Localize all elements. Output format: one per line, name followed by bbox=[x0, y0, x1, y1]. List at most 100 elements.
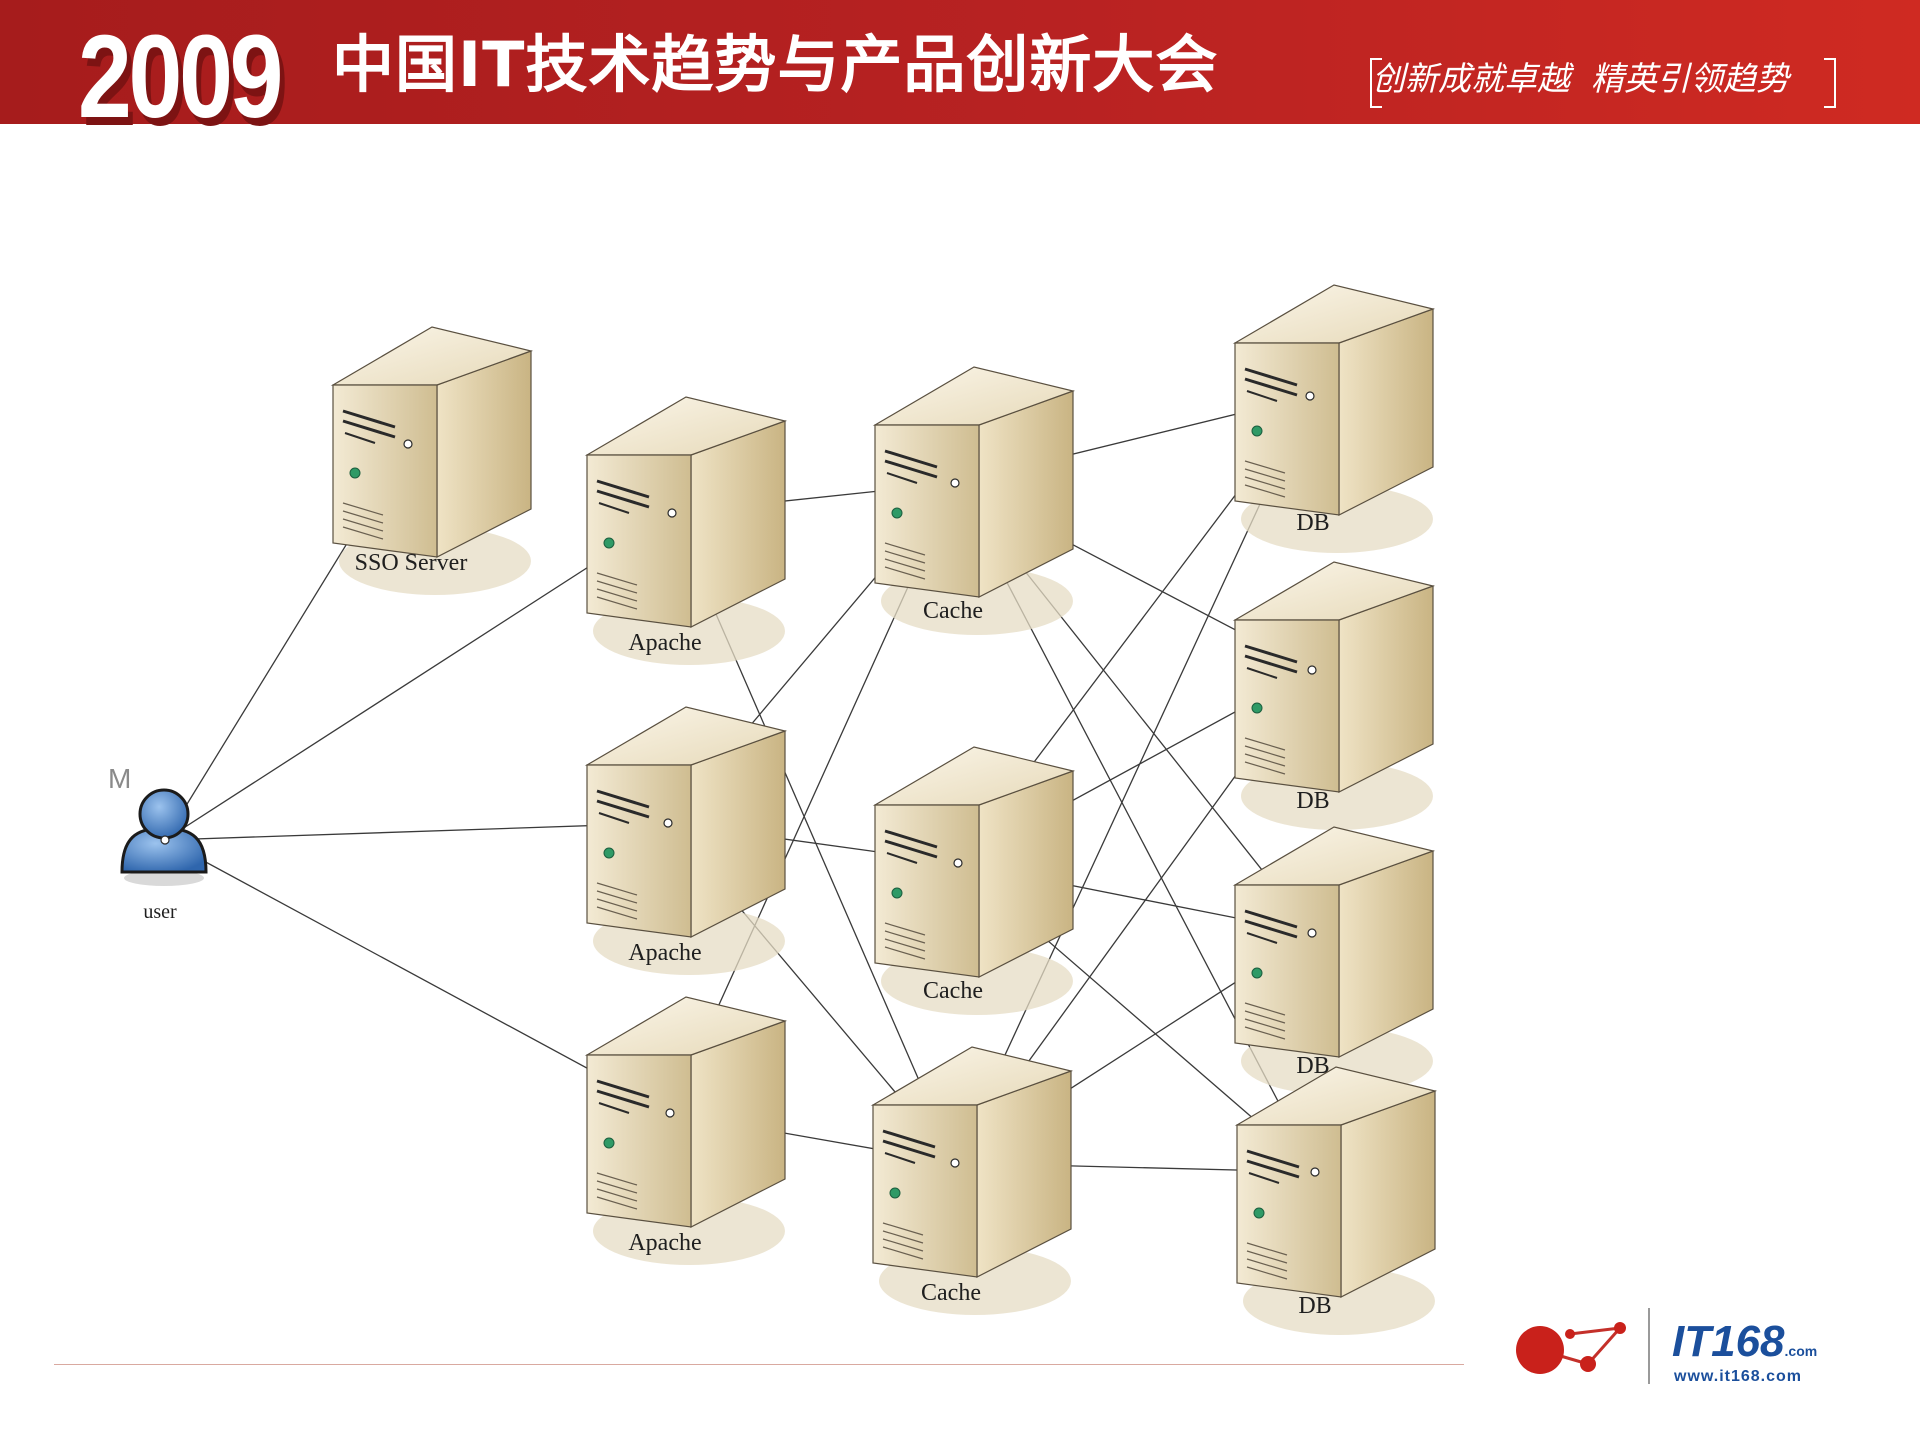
node-label-apache2: Apache bbox=[628, 940, 701, 966]
drive-slot-icon bbox=[886, 472, 918, 484]
drive-bay-icon bbox=[1244, 644, 1298, 674]
node-db4: DB bbox=[1234, 1066, 1438, 1335]
server-front-face bbox=[1236, 1124, 1342, 1298]
vent-line-icon bbox=[1246, 1258, 1288, 1272]
vent-line-icon bbox=[596, 906, 638, 920]
vent-line-icon bbox=[1244, 1018, 1286, 1032]
user-shadow bbox=[124, 870, 204, 886]
server-side-face bbox=[436, 350, 532, 558]
node-label-db4: DB bbox=[1298, 1293, 1331, 1319]
drive-slot-icon bbox=[1248, 1172, 1280, 1184]
power-led-icon bbox=[889, 1187, 901, 1199]
server-front-face bbox=[1234, 619, 1340, 793]
vent-line-icon bbox=[596, 1180, 638, 1194]
server-side-face bbox=[978, 770, 1074, 978]
node-label-apache3: Apache bbox=[628, 1230, 701, 1256]
power-led-icon bbox=[603, 537, 615, 549]
node-apache1: Apache bbox=[584, 396, 788, 665]
vent-line-icon bbox=[596, 588, 638, 602]
edge-user-apache2 bbox=[164, 822, 669, 841]
vent-line-icon bbox=[1246, 1250, 1288, 1264]
anchor-dot-apache3 bbox=[665, 1108, 675, 1118]
node-label-cache3: Cache bbox=[921, 1280, 981, 1306]
node-label-apache1: Apache bbox=[628, 630, 701, 656]
anchor-dot-sso bbox=[403, 439, 413, 449]
vent-line-icon bbox=[884, 938, 926, 952]
vent-line-icon bbox=[596, 580, 638, 594]
anchor-dot-user bbox=[160, 835, 170, 845]
vent-line-icon bbox=[596, 1172, 638, 1186]
vent-line-icon bbox=[884, 558, 926, 572]
drive-bay-icon bbox=[884, 829, 938, 859]
node-sso: SSO Server bbox=[330, 326, 534, 595]
vent-line-icon bbox=[342, 518, 384, 532]
it168-brand: IT168 bbox=[1672, 1317, 1785, 1366]
vent-line-icon bbox=[342, 526, 384, 540]
vent-line-icon bbox=[1244, 484, 1286, 498]
anchor-dot-apache2 bbox=[663, 818, 673, 828]
power-led-icon bbox=[891, 887, 903, 899]
node-label-sso: SSO Server bbox=[355, 550, 468, 576]
vent-line-icon bbox=[1246, 1242, 1288, 1256]
anchor-dot-db2 bbox=[1307, 665, 1317, 675]
power-led-icon bbox=[1251, 967, 1263, 979]
drive-bay-icon bbox=[342, 409, 396, 439]
drive-bay-icon bbox=[1246, 1149, 1300, 1179]
logo-separator bbox=[1648, 1308, 1650, 1384]
server-front-face bbox=[874, 804, 980, 978]
vent-line-icon bbox=[1244, 1002, 1286, 1016]
anchor-dot-cache2 bbox=[953, 858, 963, 868]
drive-bay-icon bbox=[882, 1129, 936, 1159]
node-label-cache2: Cache bbox=[923, 978, 983, 1004]
vent-line-icon bbox=[1244, 476, 1286, 490]
anchor-dot-db1 bbox=[1305, 391, 1315, 401]
server-side-face bbox=[1338, 850, 1434, 1058]
node-db1: DB bbox=[1232, 284, 1436, 553]
drive-bay-icon bbox=[884, 449, 938, 479]
server-side-face bbox=[1340, 1090, 1436, 1298]
node-label-db2: DB bbox=[1296, 788, 1329, 814]
user-head-icon bbox=[138, 788, 190, 840]
node-apache3: Apache bbox=[584, 996, 788, 1265]
drive-slot-icon bbox=[884, 1152, 916, 1164]
drive-bay-icon bbox=[1244, 367, 1298, 397]
it168-url: www.it168.com bbox=[1674, 1368, 1802, 1385]
server-front-face bbox=[1234, 884, 1340, 1058]
vent-line-icon bbox=[1244, 753, 1286, 767]
anchor-dot-cache3 bbox=[950, 1158, 960, 1168]
server-front-face bbox=[874, 424, 980, 598]
server-front-face bbox=[332, 384, 438, 558]
vent-line-icon bbox=[1244, 737, 1286, 751]
drive-slot-icon bbox=[1246, 667, 1278, 679]
power-led-icon bbox=[1251, 702, 1263, 714]
it168-logo: IT168.com bbox=[1672, 1320, 1817, 1364]
power-led-icon bbox=[891, 507, 903, 519]
vent-line-icon bbox=[1244, 1026, 1286, 1040]
vent-line-icon bbox=[1246, 1266, 1288, 1280]
server-side-face bbox=[690, 730, 786, 938]
power-led-icon bbox=[1251, 425, 1263, 437]
node-cache1: Cache bbox=[872, 366, 1076, 635]
drive-bay-icon bbox=[596, 789, 650, 819]
server-side-face bbox=[976, 1070, 1072, 1278]
anchor-dot-db4 bbox=[1310, 1167, 1320, 1177]
vent-line-icon bbox=[884, 922, 926, 936]
drive-slot-icon bbox=[344, 432, 376, 444]
power-led-icon bbox=[603, 847, 615, 859]
connection-points bbox=[160, 391, 1320, 1177]
edge-user-apache3 bbox=[164, 839, 671, 1114]
vent-line-icon bbox=[342, 502, 384, 516]
node-label-cache1: Cache bbox=[923, 598, 983, 624]
drive-slot-icon bbox=[598, 1102, 630, 1114]
banner-slogan: 创新成就卓越 精英引领趋势 bbox=[1372, 59, 1789, 98]
banner-title: 中国IT技术趋势与产品创新大会 bbox=[332, 28, 1219, 101]
server-side-face bbox=[690, 420, 786, 628]
vent-line-icon bbox=[884, 930, 926, 944]
node-apache2: Apache bbox=[584, 706, 788, 975]
vent-line-icon bbox=[342, 510, 384, 524]
conference-logo-icon bbox=[1516, 1322, 1626, 1374]
vent-line-icon bbox=[884, 542, 926, 556]
vent-line-icon bbox=[1244, 745, 1286, 759]
node-db2: DB bbox=[1232, 561, 1436, 830]
vent-line-icon bbox=[596, 898, 638, 912]
